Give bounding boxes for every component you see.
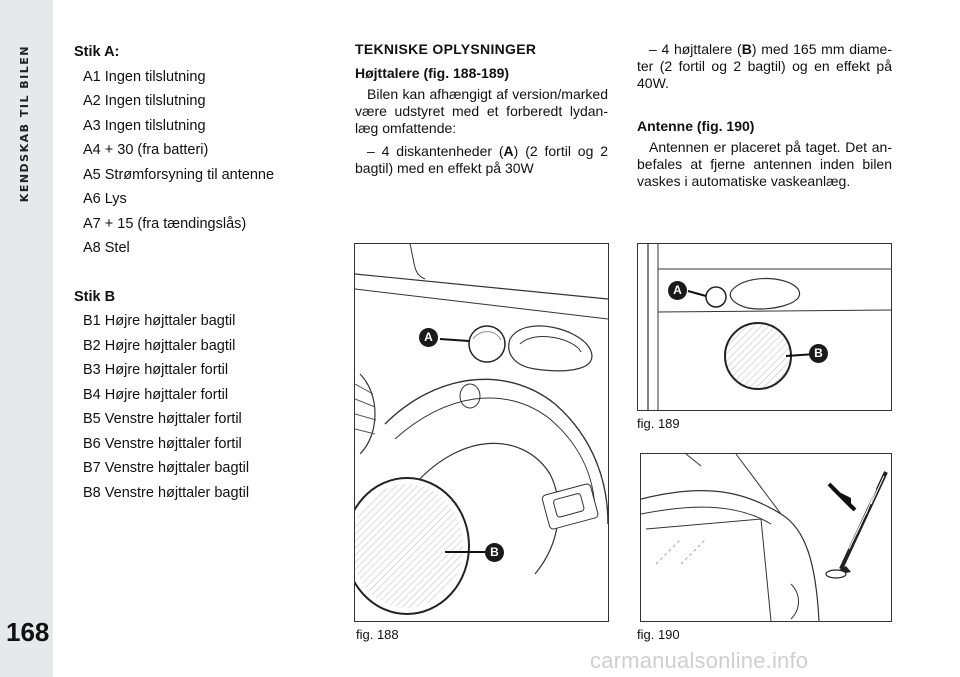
section-title: KENDSKAB TIL BILEN — [18, 45, 31, 203]
stik-b-heading: Stik B — [74, 288, 116, 305]
page-number: 168 — [6, 617, 50, 647]
figure-190-antenna — [640, 453, 892, 622]
list-item: B8 Venstre højttaler bagtil — [83, 484, 250, 501]
list-item: B2 Højre højttaler bagtil — [83, 337, 236, 354]
figure-190-caption: fig. 190 — [637, 627, 680, 642]
marker-b: B — [485, 543, 504, 562]
list-item: B4 Højre højttaler fortil — [83, 386, 229, 403]
speaker-item: – 4 højttalere (B) med 165 mm diame-ter … — [637, 41, 892, 91]
speakers-heading: Højttalere (fig. 188-189) — [355, 65, 510, 81]
list-item: B7 Venstre højttaler bagtil — [83, 460, 250, 476]
list-item: A6 Lys — [83, 191, 127, 207]
antenna-heading: Antenne (fig. 190) — [637, 118, 755, 134]
figure-188-door-panel: A B — [354, 243, 609, 622]
figure-189-caption: fig. 189 — [637, 416, 680, 431]
list-item: A1 Ingen tilslutning — [83, 68, 206, 85]
list-item: A7 + 15 (fra tændingslås) — [83, 215, 247, 232]
list-item: B3 Højre højttaler fortil — [83, 362, 229, 378]
connector-list: Stik A: A1 Ingen tilslutning A2 Ingen ti… — [74, 40, 334, 505]
marker-a: A — [668, 281, 687, 300]
stik-a-heading: Stik A: — [74, 44, 120, 60]
list-item: B5 Venstre højttaler fortil — [83, 411, 242, 427]
marker-b: B — [809, 344, 828, 363]
list-item: A2 Ingen tilslutning — [83, 93, 206, 109]
list-item: A5 Strømforsyning til antenne — [83, 166, 275, 183]
marker-a: A — [419, 328, 438, 347]
antenna-paragraph: Antennen er placeret på taget. Det an-be… — [637, 139, 892, 189]
sidebar: KENDSKAB TIL BILEN 168 — [0, 0, 53, 677]
list-item: A4 + 30 (fra batteri) — [83, 142, 209, 158]
technical-info-continued: – 4 højttalere (B) med 165 mm diame-ter … — [637, 41, 892, 190]
figure-189-speakers: A B — [637, 243, 892, 411]
tweeter-item: – 4 diskantenheder (A) (2 fortil og 2 ba… — [355, 143, 609, 176]
list-item: B1 Højre højttaler bagtil — [83, 313, 236, 329]
technical-info: TEKNISKE OPLYSNINGER Højttalere (fig. 18… — [355, 41, 608, 177]
list-item: B6 Venstre højttaler fortil — [83, 435, 242, 452]
figure-188-caption: fig. 188 — [356, 627, 399, 642]
section-heading: TEKNISKE OPLYSNINGER — [355, 41, 537, 57]
list-item: A8 Stel — [83, 240, 130, 256]
watermark: carmanualsonline.info — [590, 648, 809, 673]
speakers-paragraph: Bilen kan afhængigt af version/marked væ… — [355, 86, 608, 136]
list-item: A3 Ingen tilslutning — [83, 117, 206, 134]
